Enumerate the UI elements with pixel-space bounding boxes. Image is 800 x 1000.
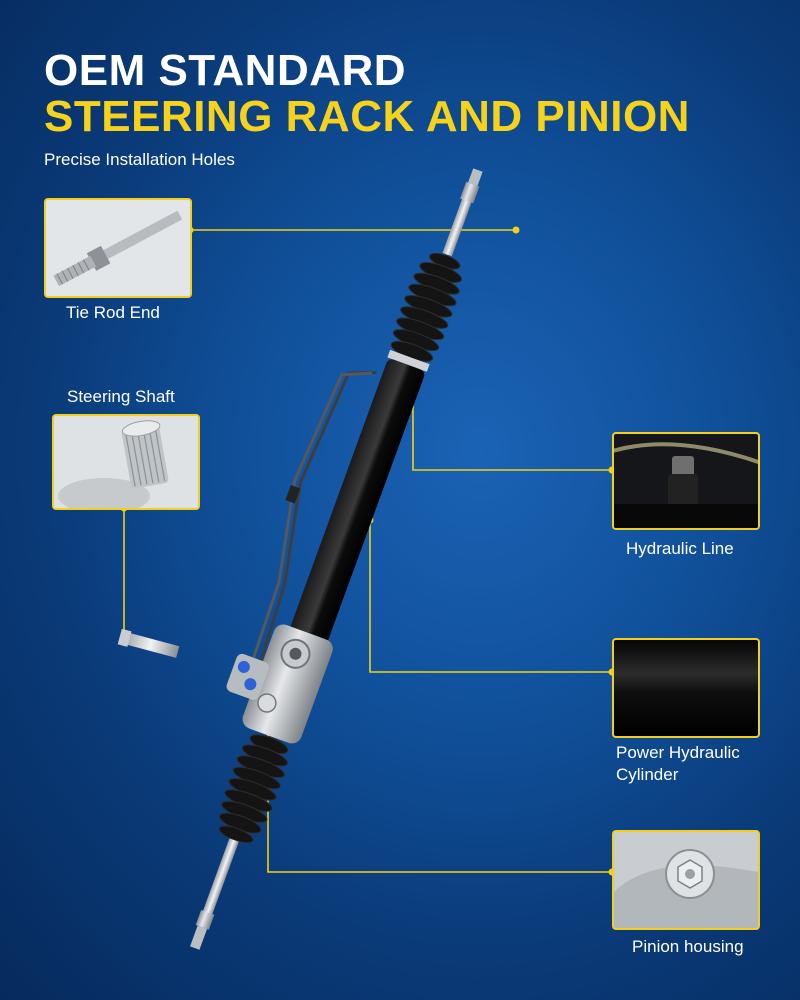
hydraulic-line-photo — [612, 432, 760, 530]
cylinder-label-line2: Cylinder — [616, 765, 679, 784]
cylinder-label-line1: Power Hydraulic — [616, 743, 740, 762]
headline-oem-standard: OEM STANDARD — [44, 46, 407, 95]
cylinder-photo — [612, 638, 760, 738]
leader-hydraulic-line — [412, 382, 612, 471]
hydraulic-line-label: Hydraulic Line — [626, 539, 734, 558]
tie-rod-end-label: Tie Rod End — [66, 303, 160, 322]
tie-rod-end-photo — [44, 198, 192, 298]
leader-pinion — [267, 712, 612, 873]
subtitle: Precise Installation Holes — [44, 150, 235, 169]
leader-dots — [120, 226, 616, 876]
steering-shaft-photo — [52, 414, 200, 510]
steering-shaft-label: Steering Shaft — [67, 387, 175, 406]
leader-cylinder — [369, 520, 612, 673]
leader-lines — [123, 229, 612, 873]
headline-product-name: STEERING RACK AND PINION — [44, 92, 690, 141]
pinion-housing-label: Pinion housing — [632, 937, 744, 956]
pinion-housing-photo — [612, 830, 760, 930]
